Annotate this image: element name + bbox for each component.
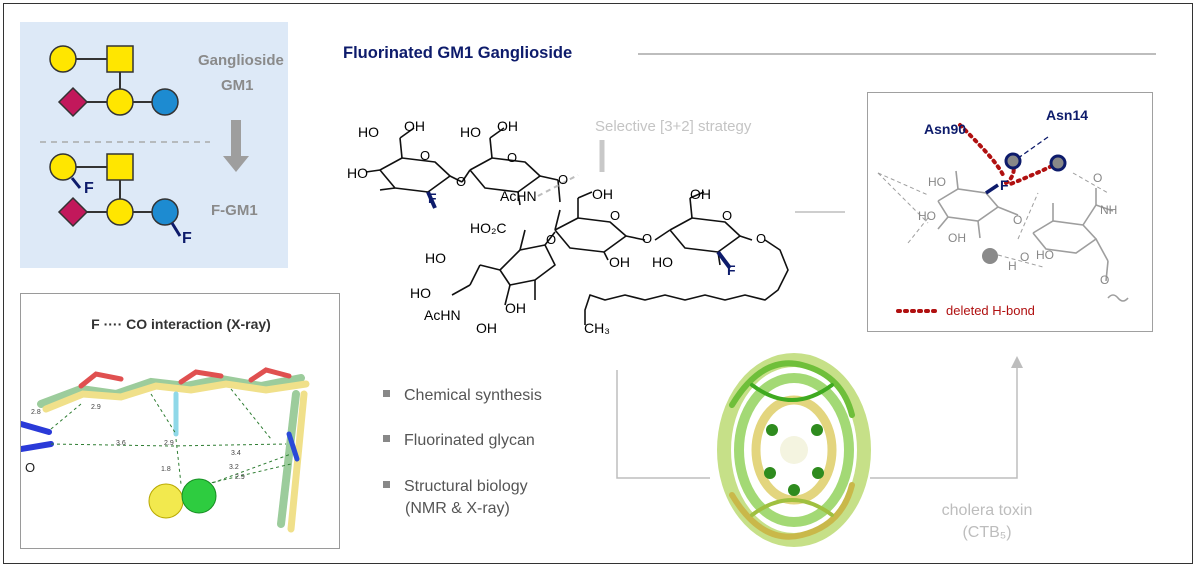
atom-label: O [610,208,621,223]
distance-label: 1.8 [161,466,171,473]
distance-label: 2.8 [31,409,41,416]
figure-frame [3,3,1193,564]
atom-label: HO [928,175,946,189]
distance-label: 2.9 [164,440,174,447]
bullet-item: Fluorinated glycan [383,432,535,450]
atom-label: AcHN [500,188,537,204]
bullet-square-icon [383,390,390,398]
glucose-symbol [151,88,179,116]
atom-label: OH [690,186,711,202]
residue-label-asn90: Asn90 [924,121,967,137]
distance-label: 3.2 [229,464,239,471]
xray-structure-render [21,367,310,533]
atom-label: AcHN [424,307,461,323]
atom-label: HO [425,250,446,266]
protein-ribbon-image [717,353,871,547]
bullet-square-icon [383,435,390,443]
atom-label: NH [1100,203,1118,217]
atom-label: O [642,231,653,246]
protein-caption: cholera toxin (CTB₅) [912,500,1062,544]
gm1-label: GM1 [221,77,254,94]
atom-label: OH [476,320,497,336]
xray-interaction-panel: F ···· CO interaction (X-ray) [20,293,340,549]
bullet-item-continuation: (NMR & X-ray) [405,500,510,517]
atom-label: O [456,174,467,189]
atom-label: O [1020,250,1030,264]
atom-label: O [722,208,733,223]
atom-label: O [1093,171,1103,185]
atom-label: HO₂C [470,220,507,236]
gm1-chemical-structure [365,127,789,325]
atom-label: H [1008,259,1017,273]
legend-label: deleted H-bond [946,303,1035,318]
atom-label: CH₃ [584,320,610,336]
bullet-item: Structural biology [383,478,528,496]
f-gm1-label: F-GM1 [211,202,258,219]
atom-label: O [1013,213,1023,227]
glycan-symbol-diagram [40,45,249,237]
atom-label: HO [1036,248,1054,262]
distance-label: 3.6 [116,440,126,447]
xray-title: F ···· CO interaction (X-ray) [91,316,271,332]
fluorine-label: F [182,230,192,247]
galactose-symbol [106,88,134,116]
fluorine-label: F [84,180,94,197]
distance-label: 3.4 [231,450,241,457]
glycan-symbol-panel: Ganglioside GM1 F-GM1 F F [20,22,288,268]
bullet-item: Chemical synthesis [383,387,542,405]
bullet-square-icon [383,481,390,489]
sialic-acid-symbol [57,86,89,118]
down-arrow-icon [223,156,249,172]
atom-label: O [420,148,431,163]
atom-label: HO [358,124,379,140]
oxygen-atom-label: O [25,460,36,475]
atom-label: OH [404,118,425,134]
page-title: Fluorinated GM1 Ganglioside [343,44,573,62]
protein-caption-line1: cholera toxin [941,502,1033,519]
atom-label: OH [592,186,613,202]
atom-label: O [1100,273,1110,287]
ganglioside-label: Ganglioside [198,52,284,69]
distance-label: 2.9 [235,474,245,481]
atom-label: HO [652,254,673,270]
binding-site-panel: Asn90 Asn14 F HO HO OH O HO O NH O H O d… [867,92,1153,332]
residue-label-asn14: Asn14 [1046,107,1089,123]
atom-label: HO [347,165,368,181]
fluorine-label: F [1000,177,1009,193]
galactose-symbol [49,45,77,73]
galnac-symbol [106,45,134,73]
title-divider [638,53,1156,55]
up-arrow-icon [1011,356,1023,368]
fluorine-label: F [428,190,437,206]
atom-label: HO [410,285,431,301]
atom-label: OH [948,231,966,245]
protein-caption-line2: (CTB₅) [962,524,1012,541]
atom-label: OH [497,118,518,134]
atom-label: O [507,150,518,165]
atom-label: O [558,172,569,187]
atom-label: HO [918,209,936,223]
atom-label: O [756,231,767,246]
strategy-label: Selective [3+2] strategy [595,118,752,135]
atom-label: HO [460,124,481,140]
atom-label: OH [609,254,630,270]
binding-site-diagram [877,123,1129,313]
distance-label: 2.9 [91,404,101,411]
atom-label: OH [505,300,526,316]
atom-label: O [546,232,557,247]
fluorine-label: F [727,262,736,278]
water-molecule-icon [982,248,998,264]
